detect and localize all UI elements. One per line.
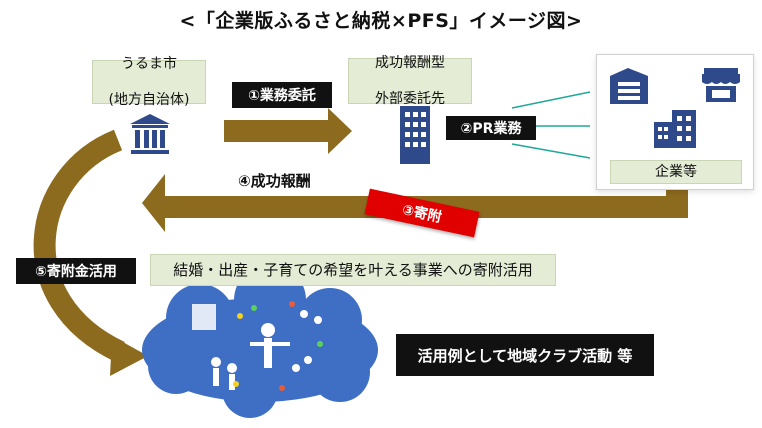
children-activity-icon bbox=[192, 304, 322, 390]
contractor-box: 成功報酬型 外部委託先 bbox=[348, 55, 472, 107]
factory-icon bbox=[610, 68, 648, 104]
step4-label: ④成功報酬 bbox=[238, 172, 311, 190]
office-building-icon bbox=[400, 106, 430, 164]
city-hall-icon bbox=[130, 114, 170, 154]
company-building-icon bbox=[654, 110, 696, 148]
step1-label: ①業務委託 bbox=[232, 82, 332, 108]
arrow-donation-use bbox=[33, 129, 125, 362]
cloud-decor-dots bbox=[233, 301, 323, 391]
arrow-business-commission bbox=[224, 108, 352, 154]
contractor-type: 成功報酬型 bbox=[375, 55, 445, 71]
city-type: (地方自治体) bbox=[108, 92, 190, 108]
usage-box: 結婚・出産・子育ての希望を叶える事業への寄附活用 bbox=[150, 254, 556, 286]
city-name: うるま市 bbox=[121, 56, 177, 72]
step5-label: ⑤寄附金活用 bbox=[16, 258, 136, 284]
shop-icon bbox=[702, 68, 740, 102]
arrow-donation-use-head bbox=[110, 336, 148, 376]
company-label: 企業等 bbox=[610, 160, 742, 184]
diagram-title: <「企業版ふるさと納税×PFS」イメージ図> bbox=[179, 10, 583, 32]
city-box: うるま市 (地方自治体) bbox=[92, 56, 206, 108]
contractor-name: 外部委託先 bbox=[375, 91, 445, 107]
step2-label: ②PR業務 bbox=[446, 116, 536, 140]
example-box: 活用例として地域クラブ活動 等 bbox=[396, 334, 654, 376]
activity-cloud bbox=[142, 264, 378, 418]
